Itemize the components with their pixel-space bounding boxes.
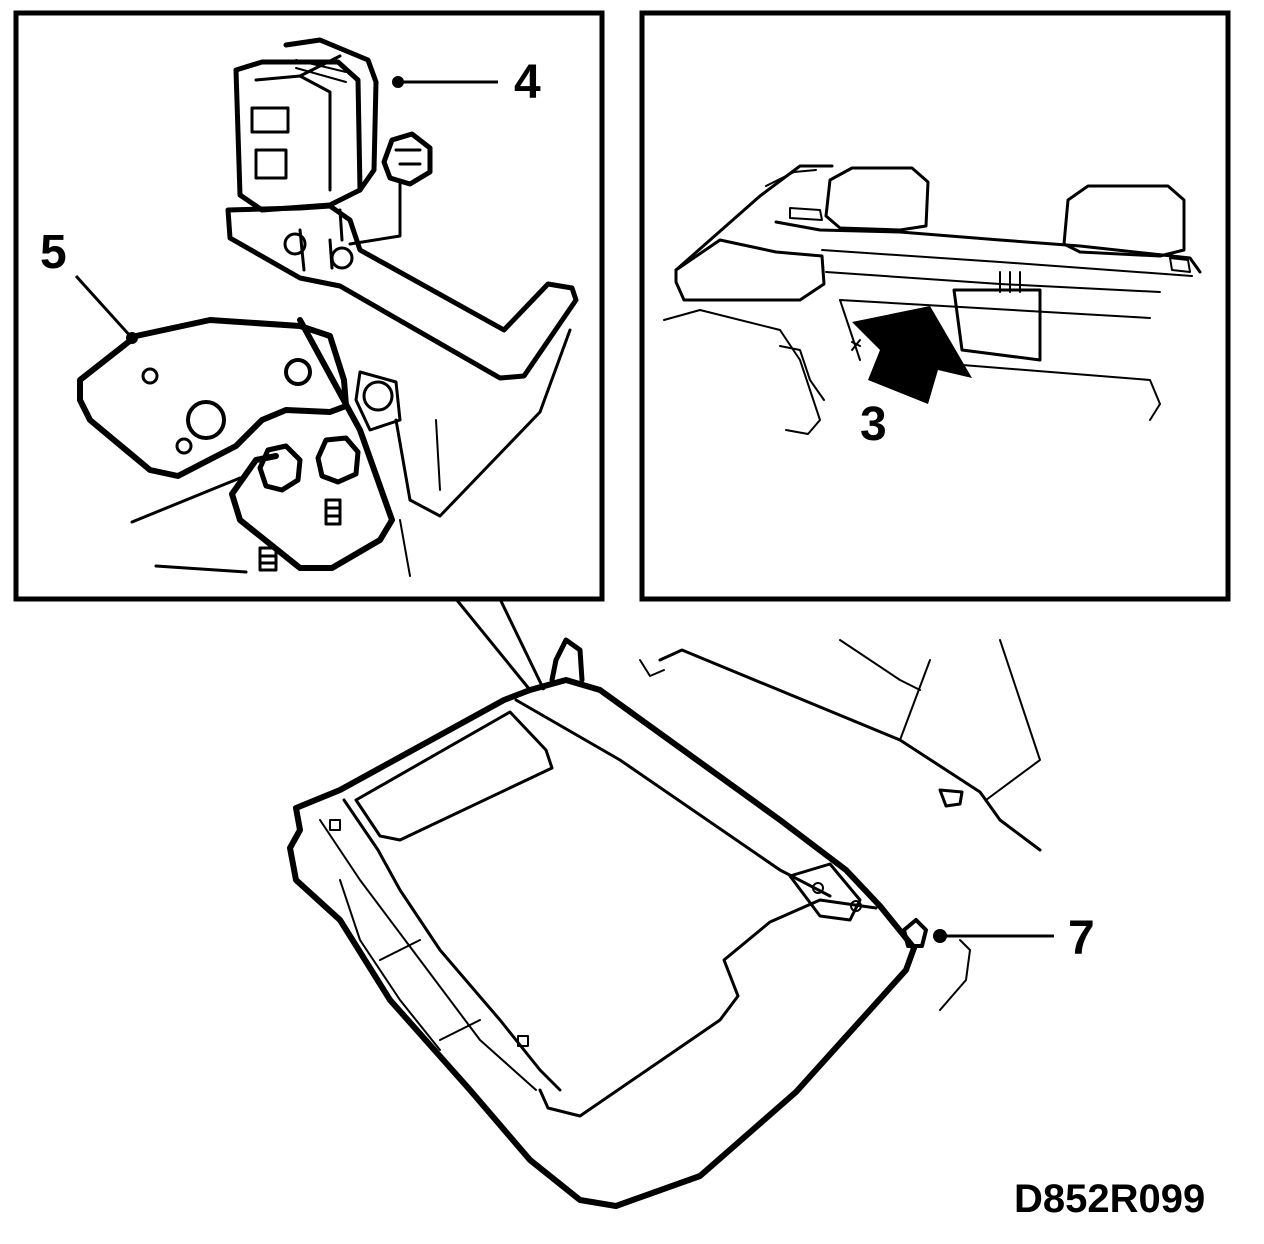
flange-nut-upper: [381, 131, 433, 187]
mounting-plate: [77, 317, 395, 571]
headrest-right: [1062, 184, 1191, 273]
buckle-stalk-bracket: [225, 182, 579, 381]
leader-lines-left: [74, 76, 498, 344]
callout-5: 5: [40, 226, 67, 279]
seat-base: [287, 637, 928, 1209]
seat-cushion-side: [663, 299, 861, 435]
detail-frame-left: [13, 10, 605, 602]
main-seat-view: 7: [287, 598, 1095, 1209]
rear-seat-backrest: [674, 164, 1202, 421]
seat-belt-buckle: [233, 37, 379, 213]
leader-line-7: [933, 929, 1054, 943]
detail-panel-right: 3: [639, 10, 1231, 602]
callout-4: 4: [514, 56, 541, 109]
detail-connector: [454, 598, 546, 691]
reference-code: D852R099: [1014, 1177, 1205, 1221]
callout-3: 3: [860, 398, 887, 451]
flange-nuts-lower: [257, 435, 361, 572]
callout-7: 7: [1068, 912, 1095, 965]
seat-back-outline: [639, 639, 1042, 1011]
direction-arrow-3: [852, 306, 972, 404]
detail-panel-left: 4 5: [13, 10, 605, 602]
headrest-left: [789, 166, 930, 232]
seat-frame-context: [130, 328, 572, 577]
